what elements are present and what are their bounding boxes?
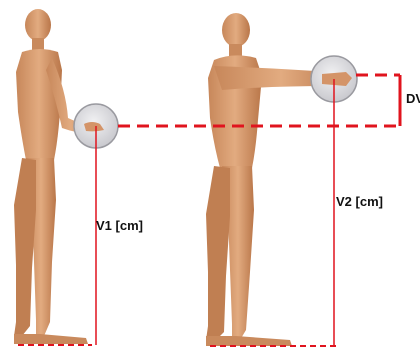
figure-2-hand xyxy=(322,72,352,86)
figure-1-neck xyxy=(32,38,44,50)
figure-1-head xyxy=(25,9,51,41)
figure-2-feet xyxy=(206,336,292,346)
dv-label: DV xyxy=(406,91,420,106)
v1-label: V1 [cm] xyxy=(96,218,143,233)
figure-2-neck xyxy=(229,44,242,56)
figure-2-head xyxy=(222,13,250,47)
figure-2-back-leg xyxy=(206,166,230,340)
figure-1-back-leg xyxy=(14,158,36,336)
v2-label: V2 [cm] xyxy=(336,194,383,209)
figure-1-feet xyxy=(14,334,88,344)
figure-1 xyxy=(14,9,96,344)
